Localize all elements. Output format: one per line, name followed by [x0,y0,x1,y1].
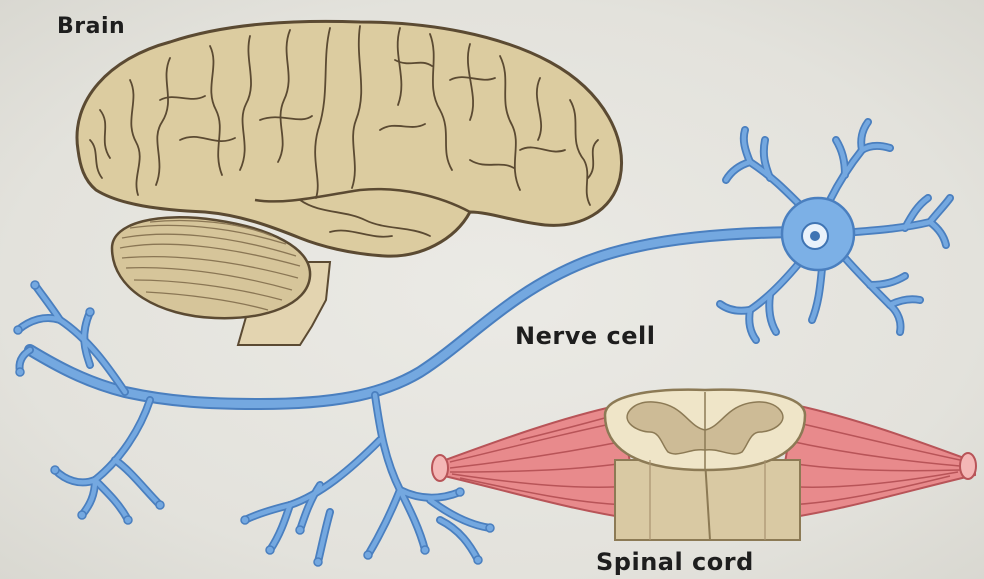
spinal-cord-label: Spinal cord [596,548,754,576]
spinal-cord-illustration [432,390,976,540]
brain-label: Brain [57,14,125,39]
nerve-cell-label: Nerve cell [515,322,655,350]
brain-illustration [77,21,622,345]
